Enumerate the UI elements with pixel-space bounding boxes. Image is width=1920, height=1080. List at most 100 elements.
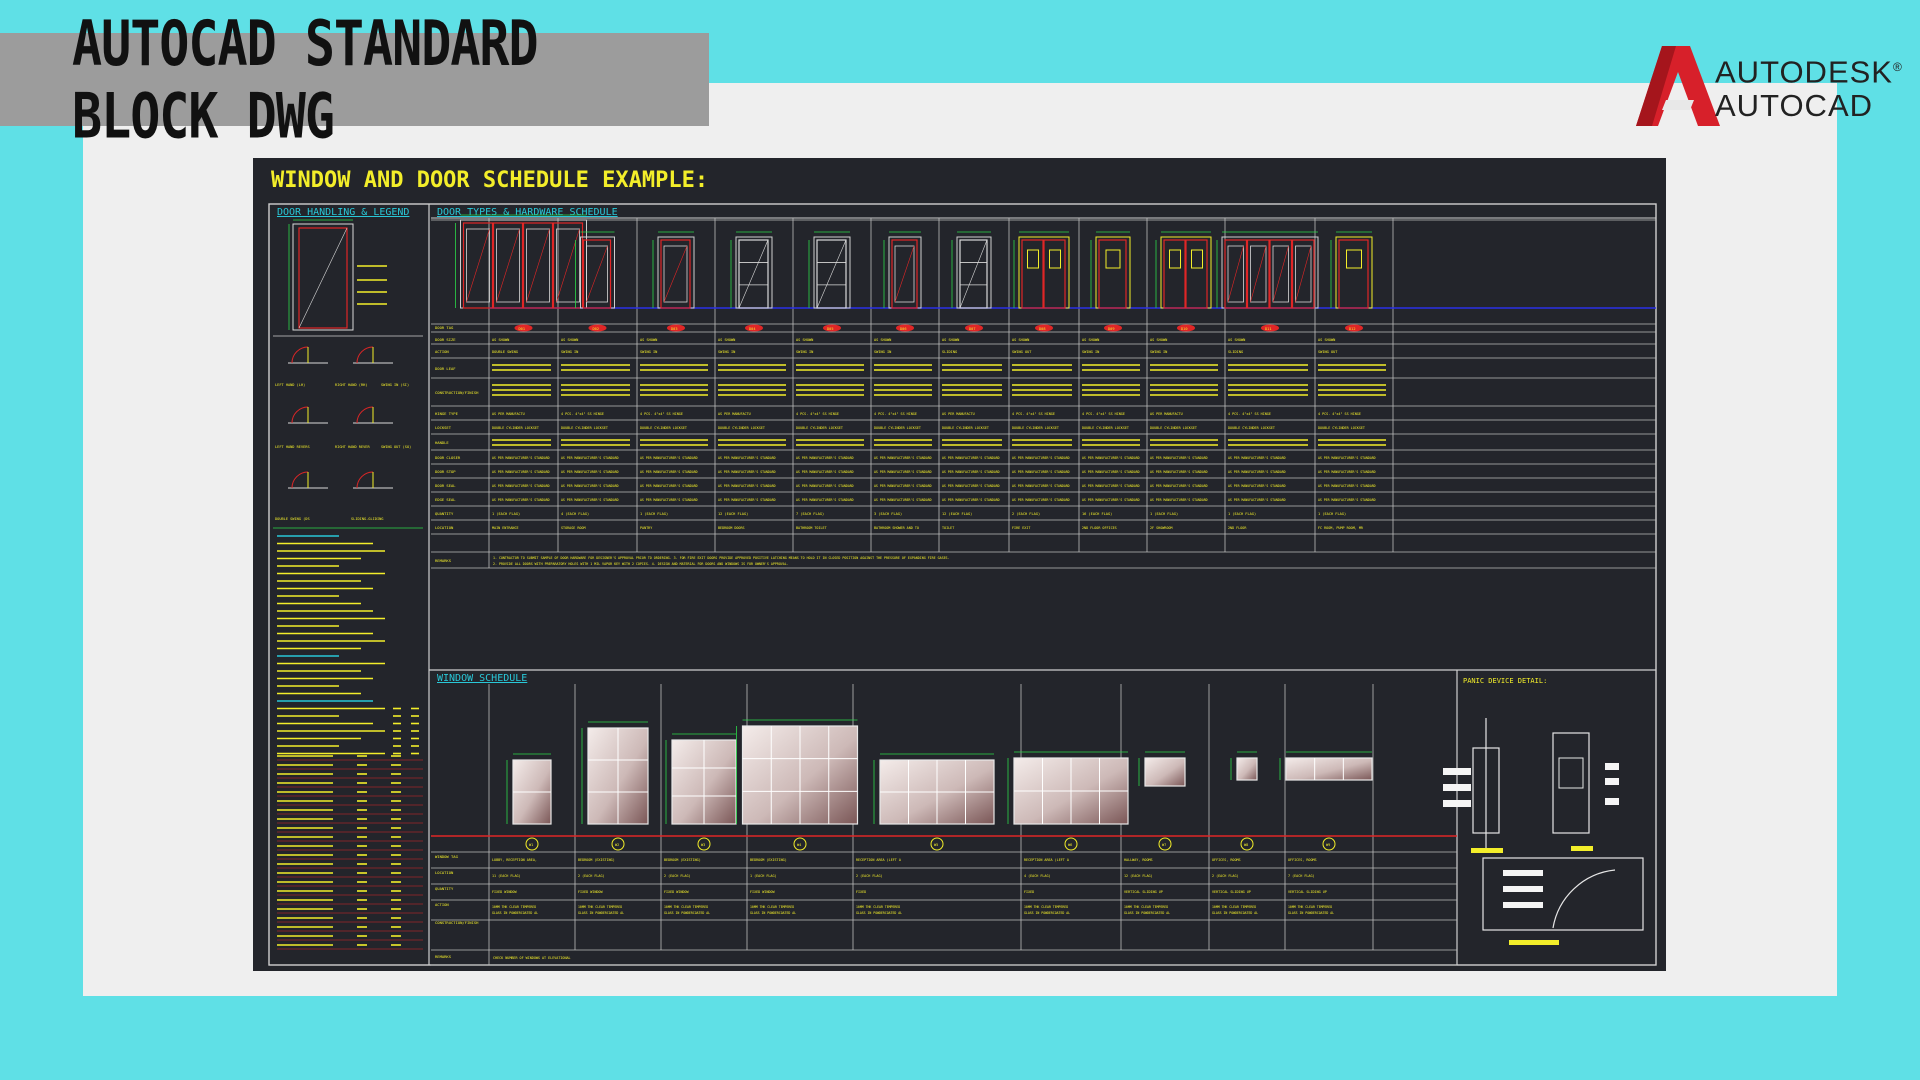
window-tag-marker xyxy=(1158,837,1172,851)
window-tag: W8 xyxy=(1244,843,1248,847)
door-standard-value: AS PER MANUFACTURER'S STANDARD xyxy=(942,470,1000,474)
window-action-value: FIXED WINDOW xyxy=(664,890,689,894)
window-quantity-value: 7 (EACH FLAG) xyxy=(1288,874,1315,878)
window-quantity-value: 2 (EACH FLAG) xyxy=(1212,874,1239,878)
door-panel xyxy=(1227,245,1244,303)
door-size-value: AS SHOWN xyxy=(1318,338,1335,342)
door-row-label: DOOR TAG xyxy=(435,325,454,330)
door-size-value: AS SHOWN xyxy=(796,338,813,342)
window-finish-value: 10MM THK CLEAR TEMPERED xyxy=(1024,905,1068,909)
window-tag-marker xyxy=(930,837,944,851)
door-leaf xyxy=(738,239,769,309)
door-standard-value: AS PER MANUFACTURER'S STANDARD xyxy=(1012,484,1070,488)
window-quantity-value: 12 (EACH FLAG) xyxy=(1124,874,1153,878)
door-row-label: DOOR LEAF xyxy=(435,366,456,371)
door-tag-marker xyxy=(514,324,533,332)
door-location-value: BATHROOM TOILET xyxy=(796,526,827,530)
window-tag: W4 xyxy=(797,843,801,847)
door-size-value: AS SHOWN xyxy=(1082,338,1099,342)
panic-label-box xyxy=(1443,784,1471,791)
door-action-value: SWING OUT xyxy=(1012,350,1032,354)
window-action-value: VERTICAL SLIDING UP xyxy=(1124,890,1163,894)
door-brace xyxy=(959,239,988,309)
window-location-value: HALLWAY, ROOMS xyxy=(1124,858,1153,862)
door-brace xyxy=(526,228,550,303)
logo-wordmark: AUTODESK® AUTOCAD xyxy=(1715,50,1903,123)
window-quantity-value: 1 (EACH FLAG) xyxy=(750,874,777,878)
door-tag: D01 xyxy=(519,327,526,331)
door-leaf xyxy=(1021,239,1044,309)
window-row-label: LOCATION xyxy=(435,870,454,875)
door-row-label: DOOR STOP xyxy=(435,469,456,474)
door-row-label: LOCKSET xyxy=(435,425,452,430)
door-lockset-value: DOUBLE CYLINDER LOCKSET xyxy=(492,426,539,430)
door-tag-marker xyxy=(1104,324,1122,332)
panic-caption-bar xyxy=(1509,940,1559,945)
window-location-value: BEDROOM (EXISTING) xyxy=(750,858,787,862)
door-standard-value: AS PER MANUFACTURER'S STANDARD xyxy=(1082,498,1140,502)
door-hinge-value: AS PER MANUFACTU xyxy=(718,412,751,416)
door-leaf xyxy=(1338,239,1369,309)
door-standard-value: AS PER MANUFACTURER'S STANDARD xyxy=(1228,470,1286,474)
window-tag: W1 xyxy=(529,843,533,847)
door-brace xyxy=(816,239,847,309)
legend-swing-arc xyxy=(291,346,309,364)
door-hinge-value: 4 PCS. 4"x4" SS HINGE xyxy=(874,412,917,416)
window-tag-marker xyxy=(1322,837,1336,851)
window-finish-value: GLASS IN POWDERCOATED AL xyxy=(1124,911,1170,915)
window-location-value: OFFICES, ROOMS xyxy=(1212,858,1241,862)
door-vision-panel xyxy=(1049,249,1061,269)
door-quantity-value: 1 (EACH FLAG) xyxy=(492,512,520,516)
door-lockset-value: DOUBLE CYLINDER LOCKSET xyxy=(640,426,687,430)
door-row-label: LOCATION xyxy=(435,525,454,530)
door-standard-value: AS PER MANUFACTURER'S STANDARD xyxy=(942,484,1000,488)
door-lockset-value: DOUBLE CYLINDER LOCKSET xyxy=(718,426,765,430)
door-standard-value: AS PER MANUFACTURER'S STANDARD xyxy=(1228,456,1286,460)
panic-label-box xyxy=(1605,798,1619,805)
panic-swing-arc xyxy=(1552,869,1616,929)
door-leaf xyxy=(660,239,691,309)
window-tag-marker xyxy=(611,837,625,851)
window-tag-marker xyxy=(697,837,711,851)
door-tag: D11 xyxy=(1265,327,1272,331)
door-brace xyxy=(556,228,580,303)
door-leaf xyxy=(1291,239,1315,309)
door-frame xyxy=(1095,236,1131,309)
door-quantity-value: 12 (EACH FLAG) xyxy=(942,512,972,516)
door-standard-value: AS PER MANUFACTURER'S STANDARD xyxy=(718,470,776,474)
door-standard-value: AS PER MANUFACTURER'S STANDARD xyxy=(796,498,854,502)
door-action-value: SWING IN xyxy=(1082,350,1099,354)
door-row-label: DOOR SEAL xyxy=(435,483,456,488)
door-standard-value: AS PER MANUFACTURER'S STANDARD xyxy=(640,484,698,488)
window-tag-marker xyxy=(525,837,539,851)
door-location-value: BEDROOM DOORS xyxy=(718,526,745,530)
door-row-label: EDGE SEAL xyxy=(435,497,456,502)
door-leaf xyxy=(1269,239,1293,309)
window-tag-marker xyxy=(1240,837,1254,851)
door-action-value: SLIDING xyxy=(1228,350,1243,354)
door-row-label: DOOR CLOSER xyxy=(435,455,461,460)
window-finish-value: 10MM THK CLEAR TEMPERED xyxy=(1124,905,1168,909)
panic-elevation xyxy=(1552,732,1590,834)
door-hinge-value: AS PER MANUFACTU xyxy=(1150,412,1183,416)
window-glass xyxy=(1285,757,1373,781)
door-quantity-value: 1 (EACH FLAG) xyxy=(640,512,668,516)
door-location-value: FC ROOM, PUMP ROOM, MR xyxy=(1318,526,1364,530)
panic-plan xyxy=(1482,857,1644,931)
legend-item-label: DOUBLE SWING (DS xyxy=(275,517,310,521)
window-finish-value: GLASS IN POWDERCOATED AL xyxy=(1288,911,1334,915)
door-tag: D08 xyxy=(1039,327,1046,331)
door-standard-value: AS PER MANUFACTURER'S STANDARD xyxy=(1082,456,1140,460)
window-action-value: FIXED WINDOW xyxy=(750,890,775,894)
window-remarks-text: CHECK NUMBER OF WINDOWS AT ELEVATIONAL xyxy=(493,956,571,960)
door-standard-value: AS PER MANUFACTURER'S STANDARD xyxy=(1150,498,1208,502)
window-row-label: WINDOW TAG xyxy=(435,854,459,859)
panic-bar xyxy=(1558,757,1584,789)
door-standard-value: AS PER MANUFACTURER'S STANDARD xyxy=(796,484,854,488)
door-action-value: SWING OUT xyxy=(1318,350,1338,354)
window-action-value: FIXED xyxy=(1024,890,1034,894)
door-quantity-value: 4 (EACH FLAG) xyxy=(561,512,589,516)
door-tag: D09 xyxy=(1108,327,1115,331)
door-quantity-value: 1 (EACH FLAG) xyxy=(1318,512,1346,516)
